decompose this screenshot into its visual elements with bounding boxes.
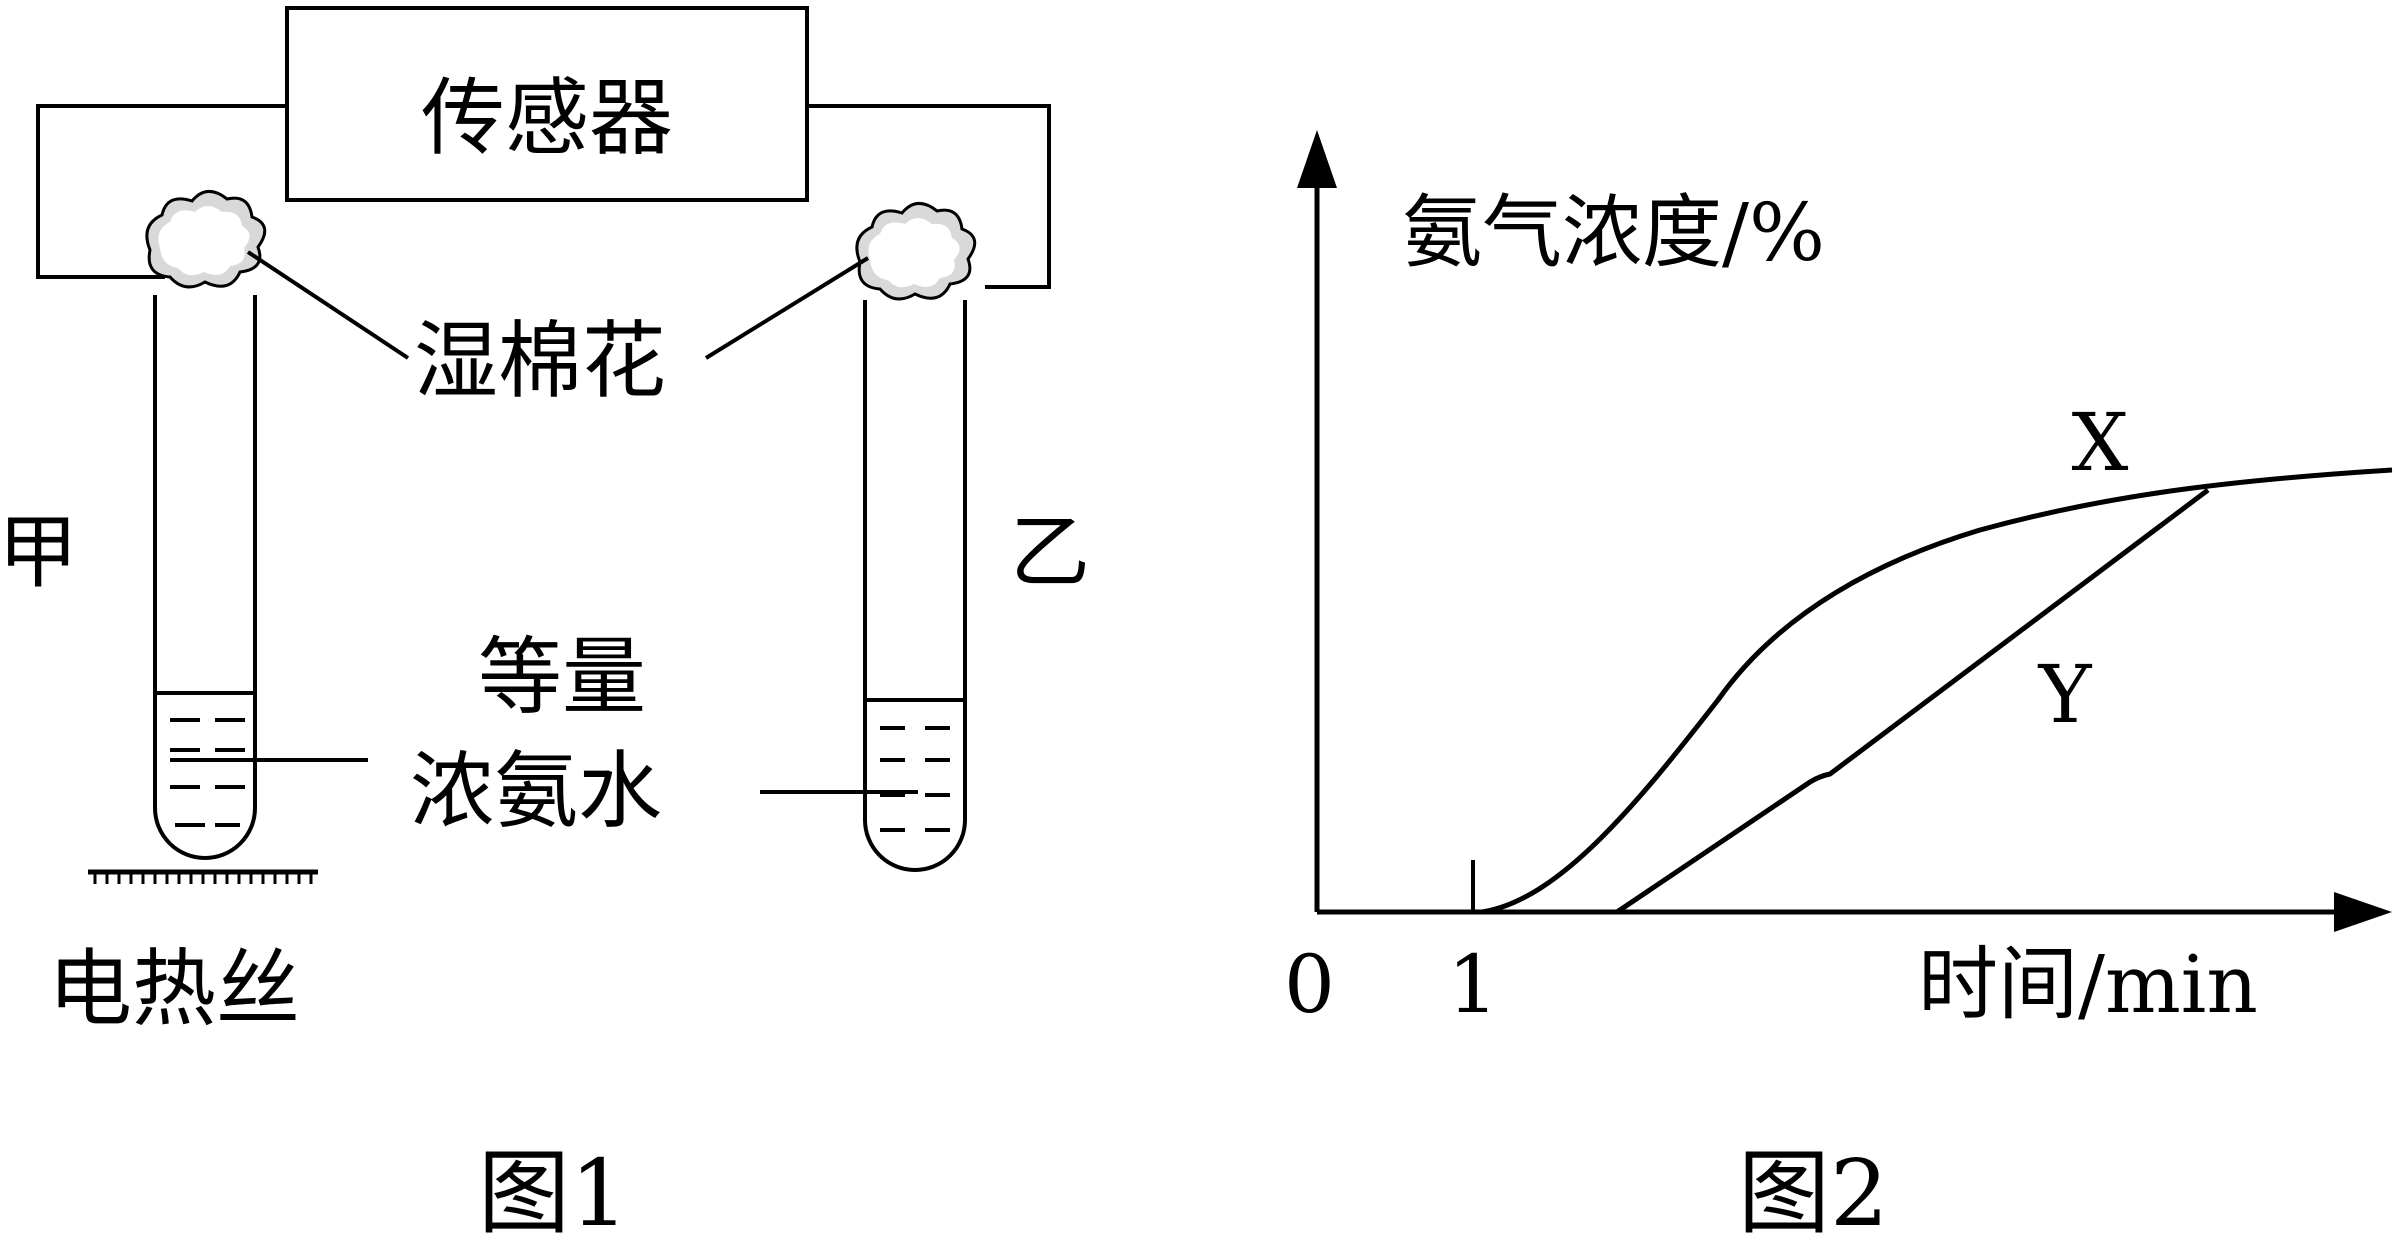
y-axis-arrow <box>1297 130 1337 188</box>
series-y-label: Y <box>2038 648 2093 741</box>
figure-1: 传感器 甲 电热丝 <box>0 6 1090 1247</box>
series-x-label: X <box>2072 396 2129 489</box>
cotton-yi <box>855 202 977 301</box>
figure-2: 氨气浓度/% 时间/min 0 1 X Y 图2 <box>1284 130 2393 1247</box>
tube-yi <box>863 300 967 872</box>
figure-1-caption: 图1 <box>478 1140 629 1247</box>
tube-yi-liquid-dashes <box>880 726 950 832</box>
heater-hatching <box>93 872 313 884</box>
series-y-line <box>1615 488 2210 915</box>
liquid-label-line2: 浓氨水 <box>410 742 662 840</box>
tube-yi-label: 乙 <box>1010 506 1090 599</box>
tube-jia <box>153 295 257 860</box>
x-tick-label-0: 0 <box>1284 938 1335 1031</box>
x-axis-label: 时间/min <box>1918 938 2258 1031</box>
sensor-label: 传感器 <box>421 69 673 167</box>
cotton-leader-left <box>246 250 410 360</box>
x-tick-label-1: 1 <box>1448 938 1499 1031</box>
series-x-line <box>1481 467 2393 915</box>
cotton-leader-right <box>704 256 870 360</box>
heater-label: 电热丝 <box>48 940 300 1038</box>
cotton-jia <box>145 190 267 289</box>
right-wire <box>807 104 1051 289</box>
left-wire <box>36 104 287 279</box>
tube-jia-liquid-dashes <box>170 718 245 827</box>
tube-jia-label: 甲 <box>0 506 78 599</box>
y-axis-label: 氨气浓度/% <box>1402 186 1825 279</box>
cotton-label: 湿棉花 <box>414 312 666 410</box>
x-axis-arrow <box>2334 892 2392 932</box>
figure-2-caption: 图2 <box>1738 1140 1889 1247</box>
liquid-label-line1: 等量 <box>478 628 646 726</box>
